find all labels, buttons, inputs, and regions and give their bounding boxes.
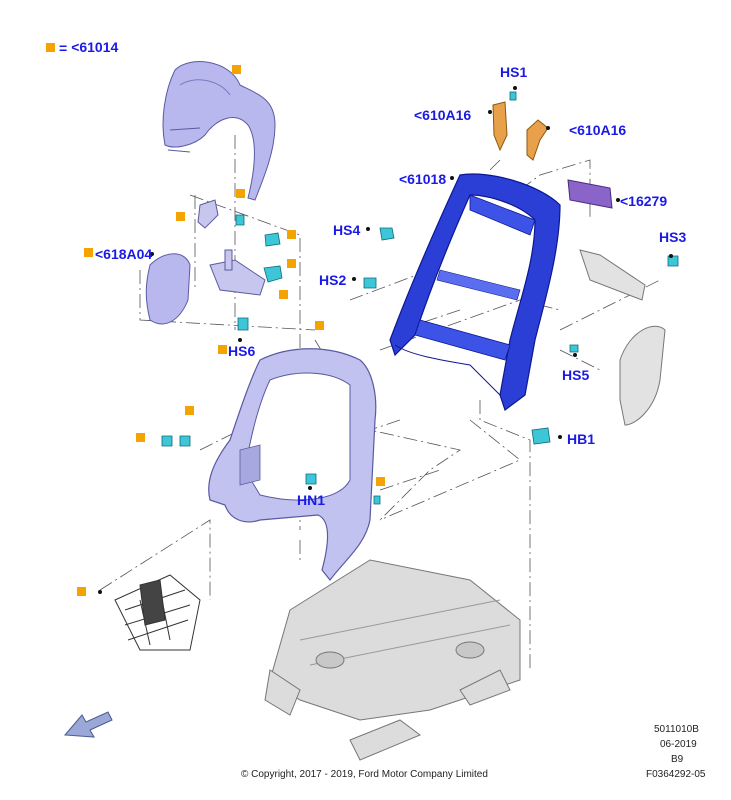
orange-square-marker-icon — [287, 259, 296, 268]
seat-track-assembly — [264, 559, 521, 761]
legend-equals: = — [59, 39, 68, 56]
fasteners — [161, 91, 679, 505]
side-trim-pieces — [579, 249, 666, 426]
small-clips — [197, 199, 266, 296]
diagram-date: 06-2019 — [660, 739, 697, 750]
callout-hs4: HS4 — [333, 222, 361, 238]
upper-back-cover — [162, 61, 276, 201]
connector-module — [567, 179, 613, 209]
orange-square-marker-icon — [46, 43, 55, 53]
orange-square-marker-icon — [232, 65, 241, 74]
callout-hs3: HS3 — [659, 229, 687, 245]
callout-618a04: <618A04 — [95, 246, 153, 262]
orange-square-marker-icon — [279, 290, 288, 299]
orange-square-marker-icon — [136, 433, 145, 442]
orange-square-marker-icon — [218, 345, 227, 354]
orange-square-marker-icon — [236, 189, 245, 198]
orange-square-marker-icon — [376, 477, 385, 486]
callout-61018: <61018 — [399, 171, 447, 187]
lumbar-wire-basket — [114, 574, 201, 651]
leader-dots — [98, 86, 673, 594]
orange-square-marker-icon — [287, 230, 296, 239]
side-panel — [145, 253, 191, 325]
orange-square-marker-icon — [77, 587, 86, 596]
direction-arrow-icon — [63, 711, 113, 738]
legend: =<61014 — [46, 39, 119, 56]
legend-part-number: <61014 — [71, 39, 119, 55]
callout-610a16-right: <610A16 — [569, 122, 627, 138]
orange-square-marker-icon — [185, 406, 194, 415]
lower-back-cover — [208, 348, 377, 581]
callout-hs5: HS5 — [562, 367, 590, 383]
copyright-notice: © Copyright, 2017 - 2019, Ford Motor Com… — [241, 769, 488, 780]
orange-square-marker-icon — [84, 248, 93, 257]
diagram-code: 5011010B — [654, 724, 699, 735]
diagram-revision: B9 — [671, 754, 684, 765]
callout-hn1: HN1 — [297, 492, 326, 508]
callout-hs2: HS2 — [319, 272, 347, 288]
seat-back-frame — [389, 173, 561, 411]
callout-16279: <16279 — [620, 193, 668, 209]
headrest-guide-brackets — [492, 101, 549, 161]
callout-hs6: HS6 — [228, 343, 256, 359]
callout-610a16-left: <610A16 — [414, 107, 472, 123]
orange-square-marker-icon — [315, 321, 324, 330]
figure-number: F0364292-05 — [646, 769, 706, 780]
orange-square-marker-icon — [176, 212, 185, 221]
callout-hs1: HS1 — [500, 64, 528, 80]
callout-hb1: HB1 — [567, 431, 596, 447]
